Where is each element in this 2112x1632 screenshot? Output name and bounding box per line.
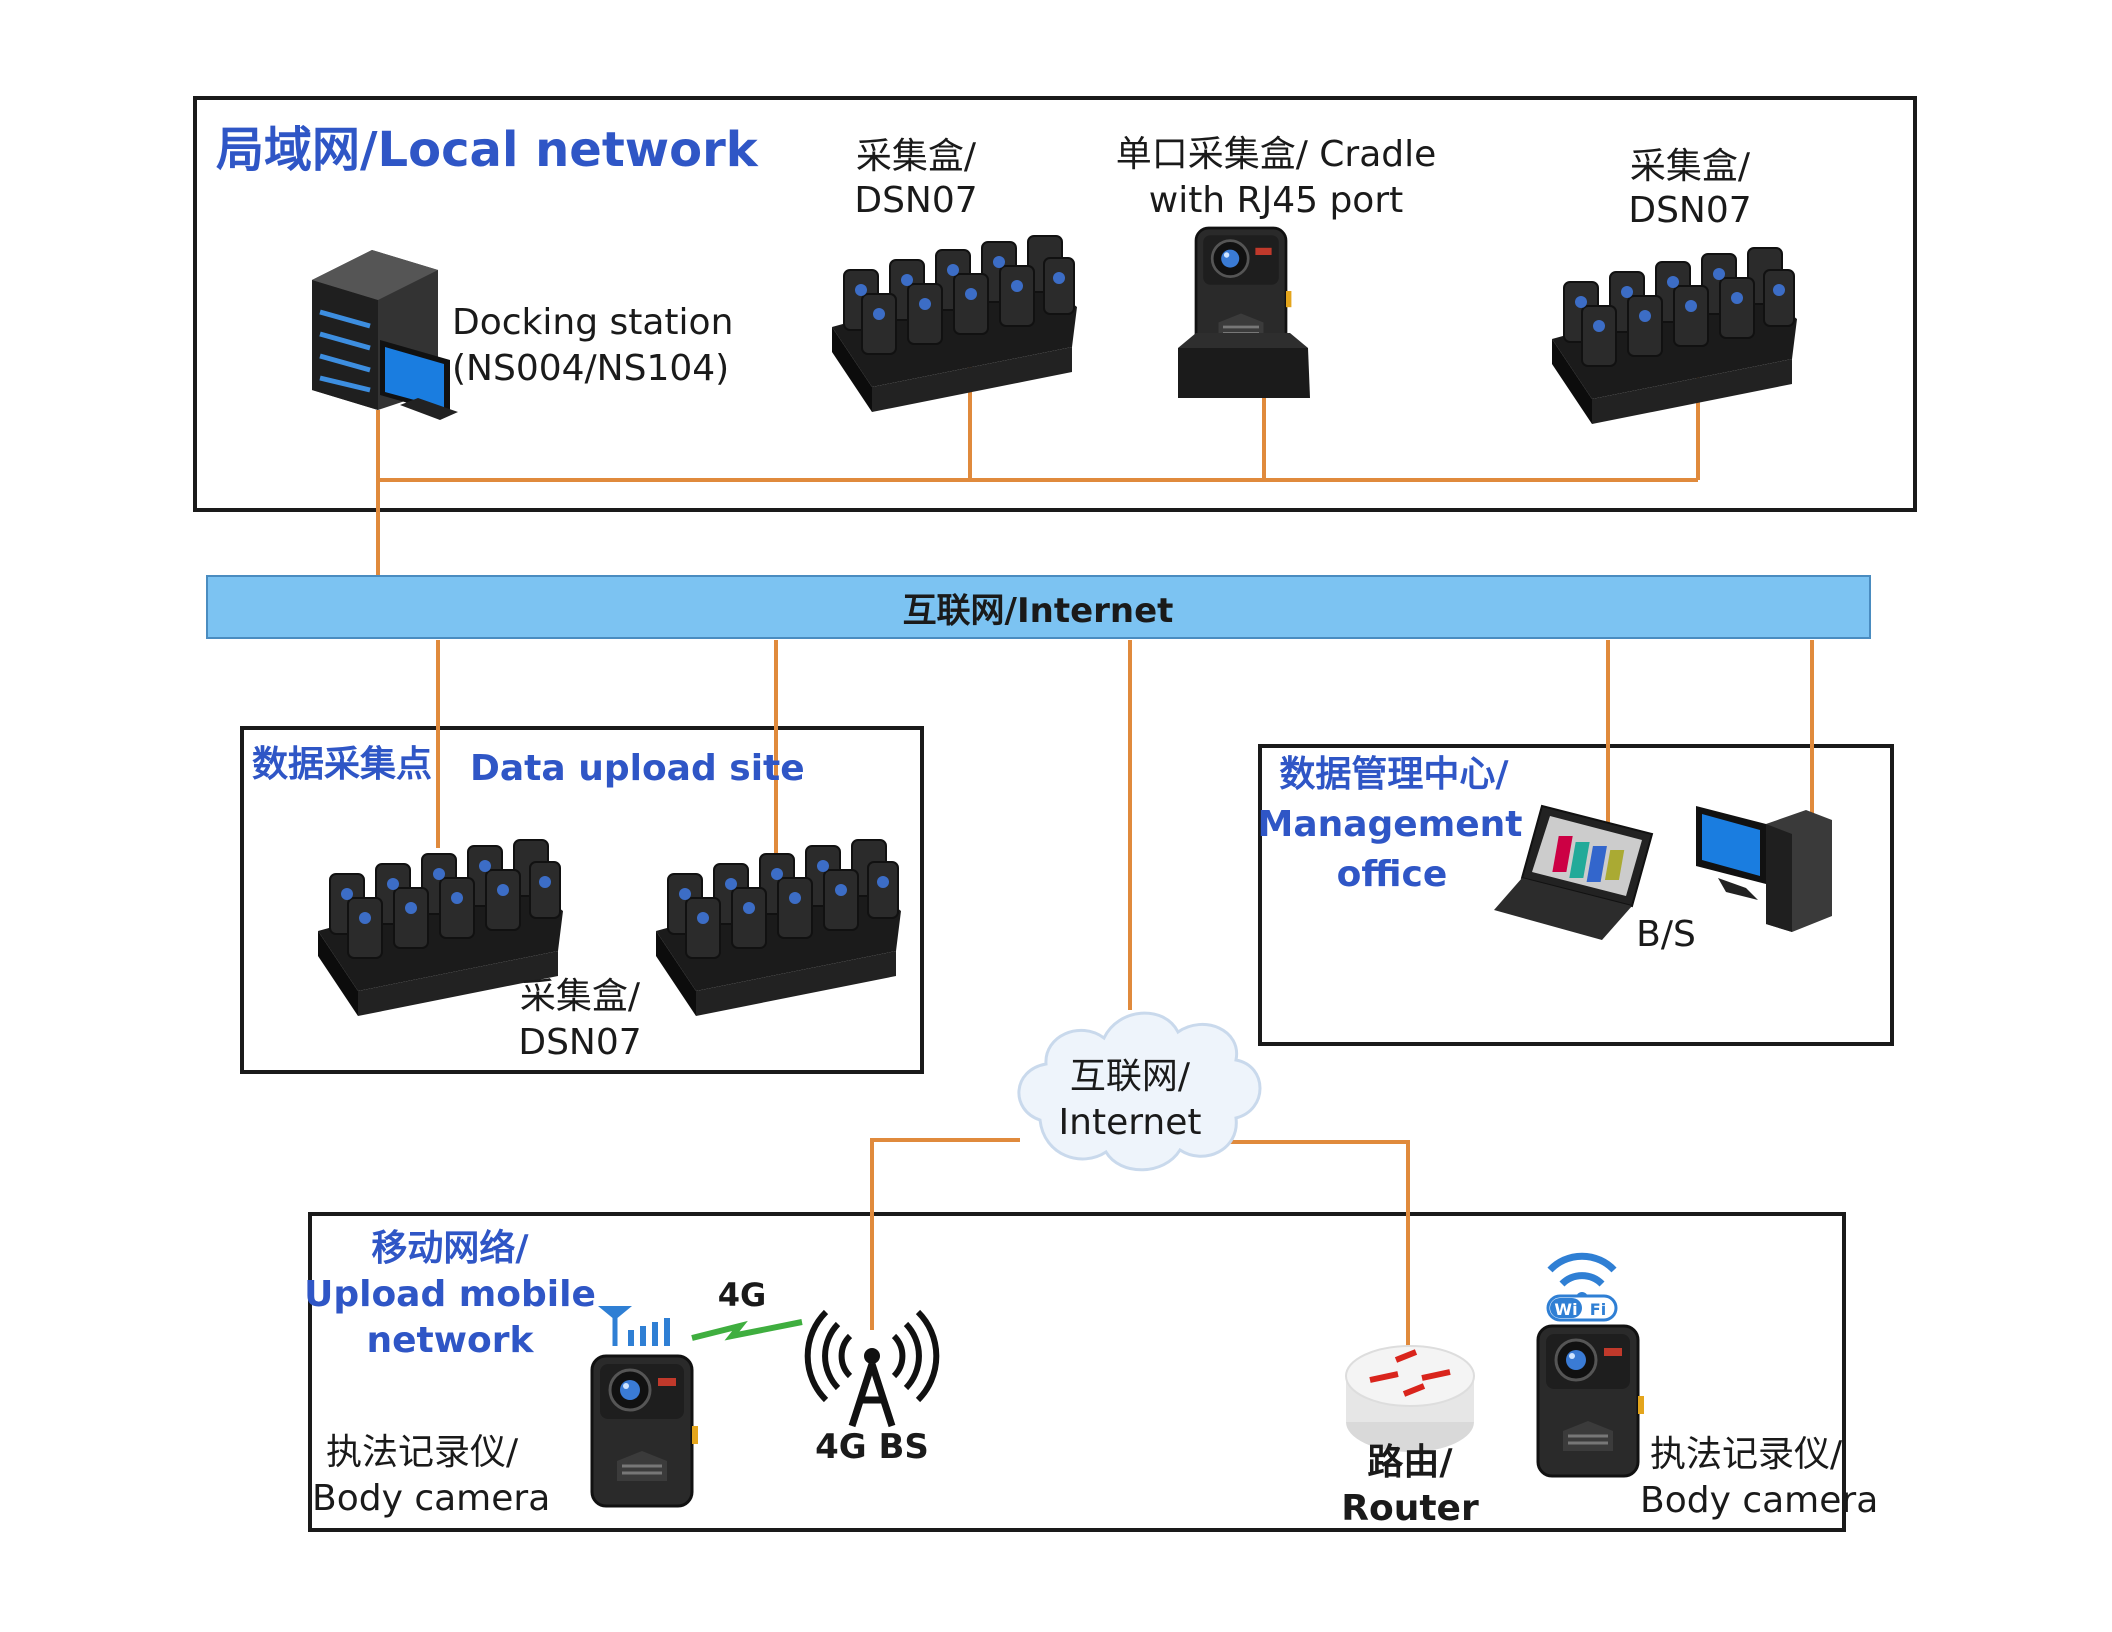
- docking-rack-icon: [831, 235, 1078, 413]
- dsn07-left-label-1: 采集盒/: [856, 136, 977, 177]
- cloud-label-1: 互联网/: [1070, 1056, 1191, 1097]
- cradle-icon: [1178, 226, 1310, 398]
- monitor-icon: [380, 340, 458, 420]
- laptop-icon: [1494, 804, 1654, 940]
- upload-site-dsn07-label-1: 采集盒/: [520, 976, 641, 1017]
- body-camera-icon: [590, 1354, 700, 1508]
- link-lines: [376, 360, 1814, 1370]
- router-icon: [1345, 1345, 1475, 1452]
- router-label-2: Router: [1341, 1488, 1479, 1529]
- camera-left-label-2: Body camera: [312, 1478, 550, 1519]
- cradle-label-2: with RJ45 port: [1149, 180, 1404, 221]
- signal-bolt-icon: [691, 1319, 803, 1341]
- management-title-2: Management: [1258, 804, 1523, 845]
- wifi-badge-right: Fi: [1590, 1300, 1606, 1319]
- upload-site-title-cn: 数据采集点: [252, 744, 432, 785]
- mobile-network-box: [308, 1212, 1846, 1532]
- management-box: [1258, 744, 1894, 1046]
- mobile-title-1: 移动网络/: [371, 1227, 529, 1269]
- upload-site-dsn07-label-2: DSN07: [518, 1022, 641, 1063]
- dsn07-right-label-2: DSN07: [1628, 190, 1751, 231]
- wifi-badge-left: Wi: [1554, 1300, 1577, 1319]
- cloud-label-2: Internet: [1059, 1102, 1202, 1143]
- camera-right-label-2: Body camera: [1640, 1480, 1878, 1521]
- upload-site-box: [240, 726, 924, 1074]
- mobile-title-3: network: [367, 1320, 535, 1361]
- local-network-box: [193, 96, 1917, 512]
- mobile-title-2: Upload mobile: [304, 1274, 596, 1315]
- camera-left-label-1: 执法记录仪/: [326, 1432, 519, 1473]
- docking-station-label-1: Docking station: [452, 302, 733, 343]
- cloud-icon: [1017, 1011, 1262, 1172]
- management-title-1: 数据管理中心/: [1279, 754, 1509, 795]
- bs-label: B/S: [1636, 914, 1696, 955]
- cell-tower-icon: [804, 1309, 940, 1428]
- cradle-label-1: 单口采集盒/ Cradle: [1116, 134, 1437, 175]
- docking-station-label-2: (NS004/NS104): [452, 348, 729, 389]
- internet-bar: [206, 575, 1871, 639]
- local-network-title: 局域网/Local network: [216, 122, 759, 178]
- router-label-1: 路由/: [1367, 1442, 1453, 1483]
- dsn07-left-label-2: DSN07: [854, 180, 977, 221]
- desktop-computer-icon: [1696, 806, 1832, 932]
- wifi-badge: Wi Fi: [1546, 1294, 1618, 1322]
- camera-right-label-1: 执法记录仪/: [1650, 1434, 1843, 1475]
- antenna-icon: [598, 1306, 670, 1346]
- docking-rack-icon: [1551, 247, 1798, 425]
- dsn07-right-label-1: 采集盒/: [1630, 146, 1751, 187]
- management-title-3: office: [1337, 854, 1448, 895]
- tower-label: 4G BS: [815, 1427, 929, 1467]
- internet-bar-label: 互联网/Internet: [903, 591, 1174, 631]
- signal-4g-label: 4G: [718, 1276, 767, 1314]
- docking-rack-icon: [655, 839, 902, 1017]
- upload-site-title-en: Data upload site: [470, 748, 805, 789]
- body-camera-icon: [1536, 1324, 1646, 1478]
